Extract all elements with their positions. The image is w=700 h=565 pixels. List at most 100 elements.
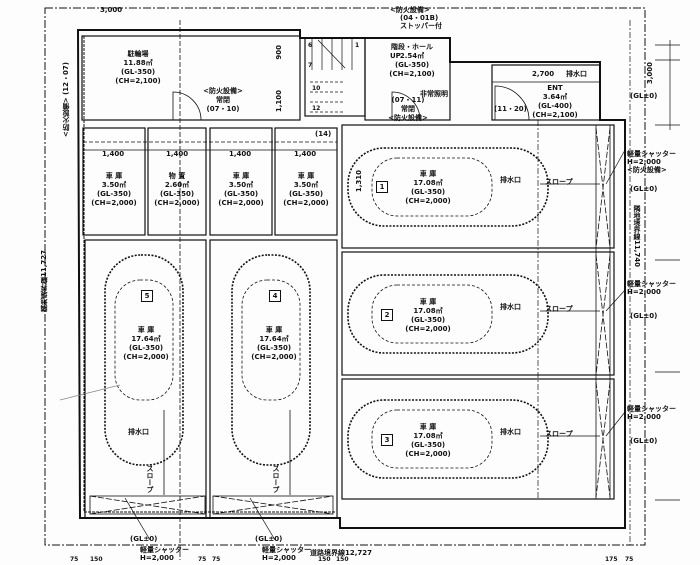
dim-2700: 2,700	[532, 70, 555, 78]
room-name: 車 庫	[137, 326, 155, 334]
room-area: 3.50㎡	[293, 181, 319, 189]
bottom-tick-2: 150	[90, 556, 103, 563]
room-area: 3.50㎡	[101, 181, 127, 189]
room-gl: (GL-350)	[394, 61, 430, 69]
car-outline-1	[347, 147, 549, 227]
room-area: 17.08㎡	[413, 179, 443, 187]
room-gl: (GL-350)	[128, 344, 164, 352]
garage-3	[341, 378, 615, 500]
room-gl: (GL-400)	[537, 102, 573, 110]
room-gl: (GL-350)	[410, 188, 446, 196]
room-gl: (GL-350)	[120, 68, 156, 76]
room-name: 車 庫	[105, 172, 123, 180]
fire-code: (12・07)	[62, 62, 70, 95]
garage-1-slope: スロープ	[545, 178, 573, 186]
room-name: 車 庫	[297, 172, 315, 180]
fire-type: 常閉	[215, 96, 230, 104]
right-shutter-3-gl: (GL±0)	[630, 437, 658, 445]
room-area: 3.50㎡	[228, 181, 254, 189]
room-ch: (CH=2,000)	[218, 199, 264, 207]
stall-width-1: 1,400	[102, 150, 125, 158]
bike-room-label: 駐輪場 11.88㎡ (GL-350) (CH=2,100)	[115, 50, 160, 86]
fire-label: <防火設備>	[62, 97, 70, 138]
garage-5-drain: 排水口	[128, 428, 149, 436]
room-area: 17.64㎡	[259, 335, 289, 343]
room-ch: (CH=2,000)	[283, 199, 329, 207]
right-boundary-label: 隣地境界線11,740	[633, 205, 641, 268]
stair-step-12: 12	[312, 105, 321, 112]
stair-hall-label: 階段・ホール 2.54㎡ (GL-350) (CH=2,100)	[389, 43, 434, 79]
bottom-shutters	[89, 495, 334, 515]
stair-step-1: 1	[355, 42, 360, 49]
site-boundary	[44, 7, 646, 546]
car-outline-4	[231, 254, 311, 466]
dim-top-width: 3,000	[100, 6, 123, 14]
shutter-label: 軽量シャッター	[262, 546, 311, 554]
shutter-height: H=2,000	[627, 158, 661, 166]
fire-top-stopper: ストッパー付	[400, 22, 442, 30]
dim-900: 900	[275, 45, 283, 60]
fire-top-label: <防火設備>	[390, 6, 430, 14]
room-ch: (CH=2,000)	[405, 450, 451, 458]
garage-5	[84, 239, 207, 519]
garage-2	[341, 251, 615, 376]
room-ch: (CH=2,000)	[123, 353, 169, 361]
fire-hall: (07・11) 常閉 <防火設備>	[388, 96, 428, 123]
room-ch: (CH=2,100)	[532, 111, 578, 119]
room-name: 車 庫	[265, 326, 283, 334]
fire-label: <防火設備>	[388, 114, 428, 122]
room-ch: (CH=2,000)	[405, 325, 451, 333]
room-area: 17.08㎡	[413, 432, 443, 440]
garage-1	[341, 124, 615, 249]
garage-4-slope: スロープ	[272, 465, 280, 493]
room-name: 階段・ホール	[391, 43, 433, 51]
bottom-tick-1: 75	[70, 556, 79, 563]
bottom-tick-3: 75	[198, 556, 207, 563]
right-shutter-1-gl: (GL±0)	[630, 185, 658, 193]
room-ch: (CH=2,000)	[405, 197, 451, 205]
dim-1310: 1,310	[355, 170, 363, 193]
bottom-boundary-label: 道路境界線12,727	[310, 549, 373, 557]
room-gl: (GL-350)	[288, 190, 324, 198]
room-ch: (CH=2,100)	[115, 77, 161, 85]
garage-number-3: 3	[381, 434, 393, 446]
bottom-tick-5: 150	[318, 556, 331, 563]
shutter-height: H=2,000	[262, 554, 296, 562]
room-name: 駐輪場	[127, 50, 149, 58]
stall-width-2: 1,400	[166, 150, 189, 158]
fire-code: (07・11)	[391, 96, 425, 104]
room-area: 11.88㎡	[123, 59, 153, 67]
ent-label: ENT 3.64㎡ (GL-400) (CH=2,100)	[532, 84, 577, 120]
room-name: 物 置	[168, 172, 186, 180]
garage-3-drain: 排水口	[500, 428, 521, 436]
room-area: 2.60㎡	[164, 181, 190, 189]
fire-label: <防火設備>	[627, 166, 667, 174]
room-area: 17.64㎡	[131, 335, 161, 343]
room-gl: (GL-350)	[410, 441, 446, 449]
stall-width-3: 1,400	[229, 150, 252, 158]
bottom-shutter-2-gl: (GL±0)	[255, 535, 283, 543]
garage-2-slope: スロープ	[545, 305, 573, 313]
garage-5-slope: スロープ	[146, 465, 154, 493]
fire-label: <防火設備>	[203, 87, 243, 95]
right-shutter-2-gl: (GL±0)	[630, 312, 658, 320]
bottom-tick-7: 175	[605, 556, 618, 563]
ent-drain: 排水口	[566, 70, 587, 78]
shutter-height: H=2,000	[627, 413, 661, 421]
hall	[364, 37, 451, 121]
bottom-shutter-1-gl: (GL±0)	[130, 535, 158, 543]
room-name: 車 庫	[419, 170, 437, 178]
fire-top-code: (04・01B)	[400, 14, 439, 22]
room-area: 17.08㎡	[413, 307, 443, 315]
left-fire-label: <防火設備> (12・07)	[62, 62, 70, 137]
stair-step-6: 6	[308, 42, 313, 49]
